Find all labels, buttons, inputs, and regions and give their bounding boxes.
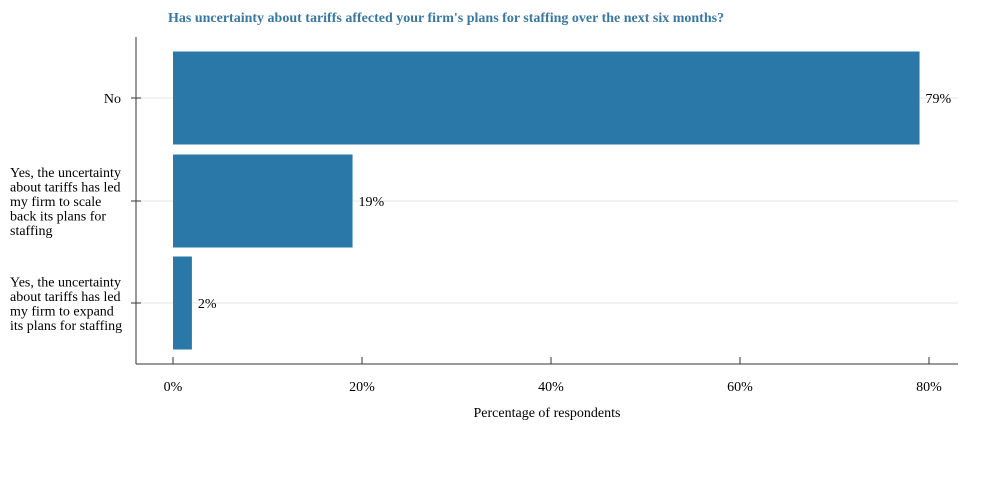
x-tick-label: 0% xyxy=(164,380,183,395)
category-label-line: about tariffs has led xyxy=(10,181,121,196)
data-label: 79% xyxy=(926,92,952,107)
x-tick-label: 60% xyxy=(727,380,753,395)
data-label: 19% xyxy=(359,195,385,210)
bar xyxy=(173,256,192,350)
x-axis-label: Percentage of respondents xyxy=(474,406,621,421)
bar xyxy=(173,51,920,145)
bar xyxy=(173,154,353,248)
x-tick-label: 40% xyxy=(538,380,564,395)
category-label-line: my firm to scale xyxy=(10,195,101,210)
category-label-line: Yes, the uncertainty xyxy=(10,275,121,290)
category-label-line: No xyxy=(104,92,121,107)
category-label-line: back its plans for xyxy=(10,210,106,225)
category-label-line: about tariffs has led xyxy=(10,290,121,305)
chart-title: Has uncertainty about tariffs affected y… xyxy=(168,11,724,26)
x-tick-label: 80% xyxy=(916,380,942,395)
category-label-line: my firm to expand xyxy=(10,304,114,319)
category-label-line: Yes, the uncertainty xyxy=(10,166,121,181)
category-label-line: staffing xyxy=(10,224,53,239)
x-tick-label: 20% xyxy=(349,380,375,395)
data-label: 2% xyxy=(198,297,217,312)
category-label-line: its plans for staffing xyxy=(10,319,122,334)
category-label: No xyxy=(104,92,121,107)
